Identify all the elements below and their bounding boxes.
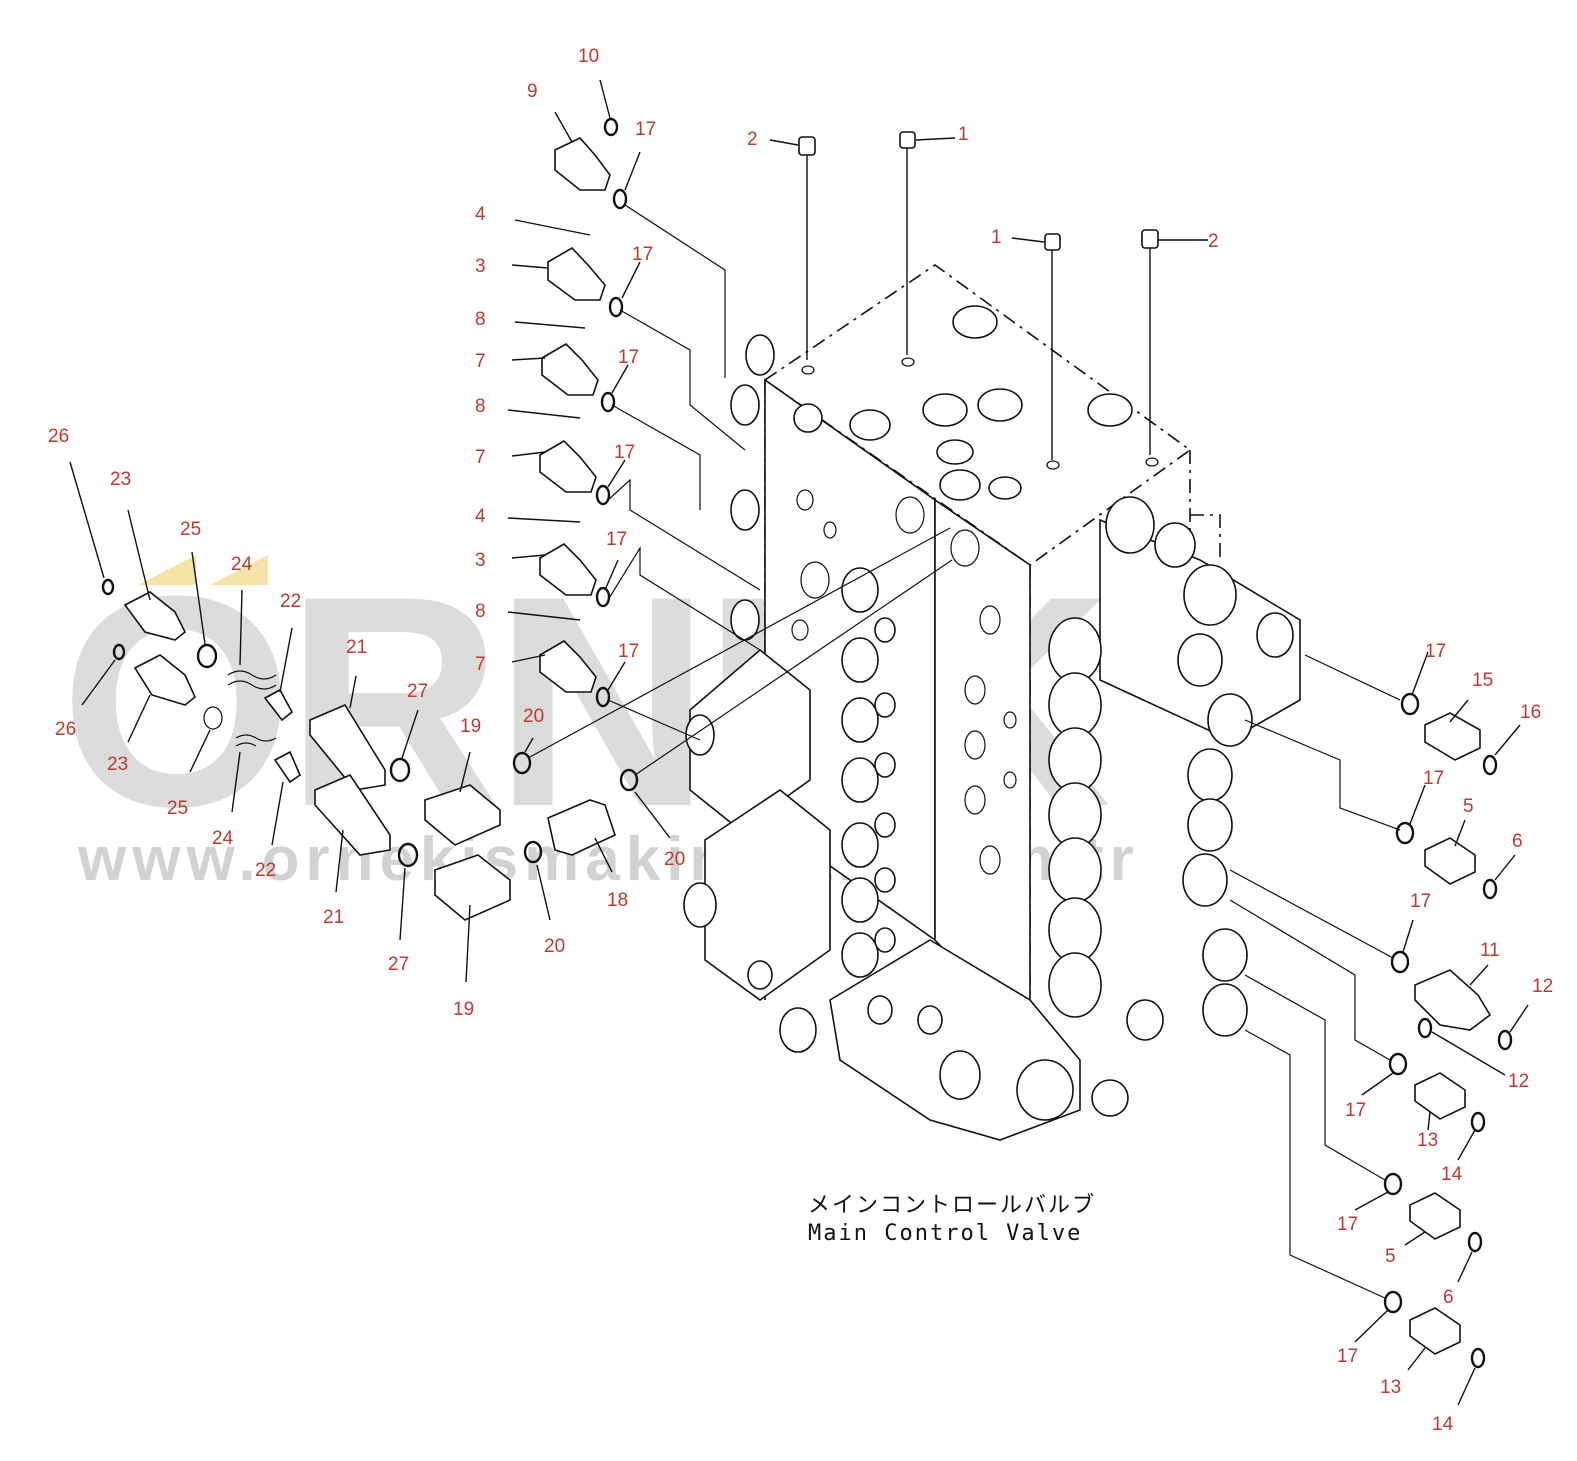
callout-26: 26 bbox=[55, 719, 76, 740]
callout-22: 22 bbox=[280, 591, 301, 612]
caption-japanese: メインコントロールバルブ bbox=[808, 1193, 1096, 1218]
callout-17: 17 bbox=[606, 529, 627, 550]
watermark-accent-right bbox=[210, 555, 268, 585]
left-column-fittings bbox=[507, 79, 761, 741]
callout-21: 21 bbox=[346, 637, 367, 658]
callout-2: 2 bbox=[747, 129, 758, 150]
right-side-fittings bbox=[1229, 651, 1529, 1406]
callout-24: 24 bbox=[212, 828, 234, 849]
callout-17: 17 bbox=[1410, 891, 1431, 912]
callout-5: 5 bbox=[1463, 796, 1474, 817]
callout-17: 17 bbox=[618, 347, 639, 368]
callout-14: 14 bbox=[1441, 1164, 1463, 1185]
callout-12: 12 bbox=[1532, 976, 1553, 997]
callout-7: 7 bbox=[475, 447, 486, 468]
callout-17: 17 bbox=[614, 442, 635, 463]
callout-labels: 10 9 17 2 1 4 3 17 8 7 17 8 7 17 4 3 17 … bbox=[48, 46, 1553, 1435]
callout-6: 6 bbox=[1512, 831, 1523, 852]
diagram-caption: メインコントロールバルブ Main Control Valve bbox=[808, 1193, 1096, 1246]
callout-1: 1 bbox=[958, 124, 969, 145]
watermark-accent-left bbox=[138, 555, 196, 585]
callout-21: 21 bbox=[323, 907, 344, 928]
callout-14: 14 bbox=[1432, 1414, 1454, 1435]
callout-3: 3 bbox=[475, 256, 486, 277]
caption-english: Main Control Valve bbox=[808, 1221, 1082, 1246]
left-cluster-fittings bbox=[69, 461, 953, 983]
callout-20: 20 bbox=[544, 936, 565, 957]
left-spool-stack bbox=[683, 334, 896, 1001]
callout-19: 19 bbox=[460, 716, 481, 737]
callout-8: 8 bbox=[475, 396, 486, 417]
bottom-section bbox=[747, 939, 1129, 1141]
top-pins bbox=[769, 131, 1208, 460]
callout-24: 24 bbox=[231, 554, 253, 575]
callout-26: 26 bbox=[48, 426, 69, 447]
callout-2: 2 bbox=[1208, 231, 1219, 252]
callout-1: 1 bbox=[991, 227, 1002, 248]
callout-4: 4 bbox=[475, 204, 486, 225]
callout-13: 13 bbox=[1417, 1130, 1438, 1151]
callout-17: 17 bbox=[1423, 768, 1444, 789]
callout-22: 22 bbox=[255, 860, 276, 881]
callout-11: 11 bbox=[1480, 940, 1500, 961]
callout-5: 5 bbox=[1385, 1246, 1396, 1267]
callout-12: 12 bbox=[1508, 1071, 1529, 1092]
callout-3: 3 bbox=[475, 550, 486, 571]
callout-4: 4 bbox=[475, 506, 486, 527]
top-plugs bbox=[801, 305, 1159, 501]
front-face-ports bbox=[791, 489, 1017, 875]
callout-15: 15 bbox=[1472, 670, 1493, 691]
callout-27: 27 bbox=[407, 681, 428, 702]
main-control-valve-body bbox=[683, 264, 1301, 1141]
callout-8: 8 bbox=[475, 309, 486, 330]
callout-19: 19 bbox=[453, 999, 474, 1020]
callout-7: 7 bbox=[475, 654, 486, 675]
right-spool-stack bbox=[1048, 496, 1301, 1041]
callout-17: 17 bbox=[632, 244, 653, 265]
callout-6: 6 bbox=[1443, 1287, 1454, 1308]
callout-25: 25 bbox=[180, 519, 201, 540]
callout-17: 17 bbox=[635, 119, 656, 140]
callout-18: 18 bbox=[607, 890, 628, 911]
callout-17: 17 bbox=[1337, 1214, 1358, 1235]
callout-16: 16 bbox=[1520, 702, 1541, 723]
callout-20: 20 bbox=[523, 706, 544, 727]
callout-7: 7 bbox=[475, 351, 486, 372]
callout-27: 27 bbox=[388, 954, 409, 975]
callout-25: 25 bbox=[167, 798, 188, 819]
callout-9: 9 bbox=[527, 81, 538, 102]
callout-20: 20 bbox=[664, 849, 685, 870]
callout-10: 10 bbox=[578, 46, 599, 67]
callout-17: 17 bbox=[1337, 1346, 1358, 1367]
callout-17: 17 bbox=[1425, 641, 1446, 662]
callout-13: 13 bbox=[1380, 1377, 1401, 1398]
callout-8: 8 bbox=[475, 601, 486, 622]
callout-23: 23 bbox=[110, 469, 131, 490]
callout-17: 17 bbox=[618, 641, 639, 662]
callout-23: 23 bbox=[107, 754, 128, 775]
callout-17: 17 bbox=[1345, 1100, 1366, 1121]
